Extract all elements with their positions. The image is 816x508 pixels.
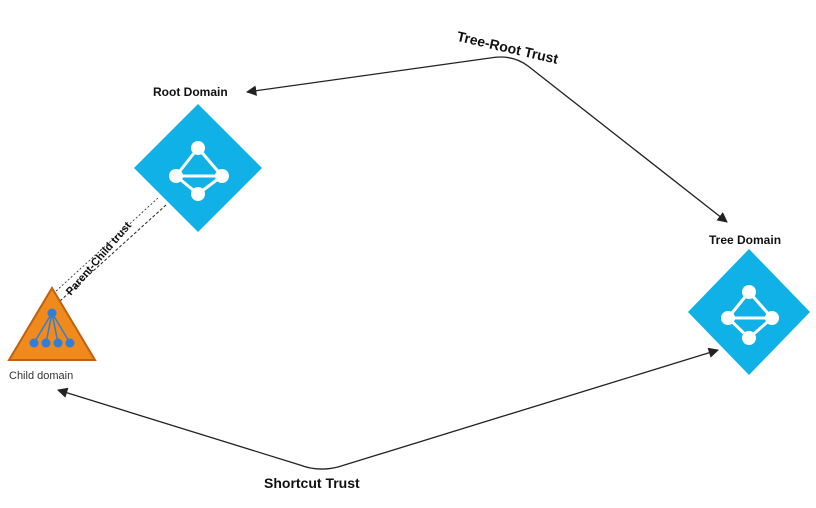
shortcut-trust-label: Shortcut Trust — [264, 475, 360, 491]
tree-domain-node — [688, 249, 810, 375]
root-domain-diamond — [134, 104, 262, 232]
tree-domain-label: Tree Domain — [709, 233, 782, 247]
shortcut-trust-edge — [57, 347, 719, 470]
tree-root-trust-edge — [245, 56, 728, 223]
tree-domain-diamond — [688, 249, 810, 375]
child-domain-node — [7, 286, 97, 361]
parent-child-trust-edge-inner — [54, 197, 159, 293]
hierarchy-icon — [33, 312, 71, 344]
parent-child-trust-edge — [59, 204, 167, 302]
root-domain-label: Root Domain — [153, 85, 228, 99]
child-domain-triangle — [7, 286, 97, 361]
child-domain-label: Child domain — [9, 370, 74, 382]
root-domain-node — [134, 104, 262, 232]
